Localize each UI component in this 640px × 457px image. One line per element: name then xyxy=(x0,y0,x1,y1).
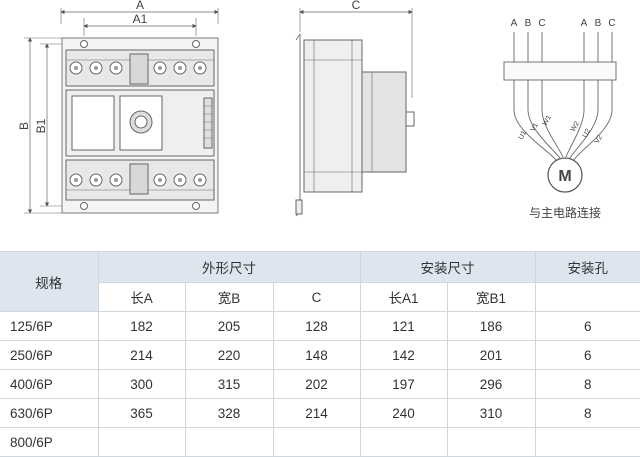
terminal-label-v1: V1 xyxy=(530,122,540,133)
cell-a: 365 xyxy=(97,398,186,428)
cell-b: 220 xyxy=(184,340,274,370)
cell-a xyxy=(97,427,186,457)
cell-c: 128 xyxy=(272,311,361,341)
cell-a: 214 xyxy=(97,340,186,370)
cell-holes: 6 xyxy=(534,311,640,341)
table-row: 800/6P xyxy=(0,427,640,457)
technical-drawing: A A1 B B1 C xyxy=(17,0,617,217)
cell-model: 125/6P xyxy=(0,311,99,341)
terminal-label-u1: U1 xyxy=(518,130,529,141)
motor-label: M xyxy=(558,168,571,185)
cell-a1: 197 xyxy=(359,369,448,399)
side-view xyxy=(295,8,415,217)
cell-model: 250/6P xyxy=(0,340,99,370)
cell-a1 xyxy=(359,427,448,457)
cell-a: 182 xyxy=(97,311,186,341)
cell-model: 400/6P xyxy=(0,369,99,399)
header-mounting-holes: 安装孔 xyxy=(534,251,640,283)
wiring-diagram xyxy=(503,32,617,193)
phase-label-a-left: A xyxy=(511,18,518,29)
dim-b1-label: B1 xyxy=(34,118,48,133)
phase-label-a-right: A xyxy=(581,18,588,29)
subheader-c: C xyxy=(272,282,361,312)
phase-label-c-right: C xyxy=(608,18,615,29)
subheader-width-b1: 宽B1 xyxy=(446,282,536,312)
dim-a1-label: A1 xyxy=(133,12,148,26)
cell-b1: 201 xyxy=(446,340,536,370)
dim-b-label: B xyxy=(17,122,31,130)
cell-c: 214 xyxy=(272,398,361,428)
cell-b: 315 xyxy=(184,369,274,399)
cell-model: 800/6P xyxy=(0,427,99,457)
cell-c xyxy=(272,427,361,457)
subheader-empty xyxy=(534,282,640,312)
subheader-length-a: 长A xyxy=(97,282,186,312)
phase-label-b-left: B xyxy=(525,18,532,29)
terminal-label-v2: V2 xyxy=(594,134,604,145)
cell-a1: 142 xyxy=(359,340,448,370)
terminal-label-u2: U2 xyxy=(582,128,593,139)
subheader-length-a1: 长A1 xyxy=(359,282,448,312)
cell-c: 148 xyxy=(272,340,361,370)
front-view xyxy=(24,8,219,214)
header-model: 规格 xyxy=(0,251,99,312)
cell-b xyxy=(184,427,274,457)
terminal-label-w1: W1 xyxy=(542,114,553,127)
table-header-row: 规格 外形尺寸 安装尺寸 安装孔 xyxy=(0,251,640,312)
cell-b: 205 xyxy=(184,311,274,341)
phase-label-c-left: C xyxy=(538,18,545,29)
cell-holes: 6 xyxy=(534,340,640,370)
cell-b1: 310 xyxy=(446,398,536,428)
terminal-label-w2: W2 xyxy=(570,120,581,133)
wiring-caption: 与主电路连接 xyxy=(528,206,601,220)
phase-label-b-right: B xyxy=(595,18,602,29)
cell-c: 202 xyxy=(272,369,361,399)
table-row: 250/6P 214 220 148 142 201 6 xyxy=(0,340,640,370)
cell-b1: 296 xyxy=(446,369,536,399)
header-install-size: 安装尺寸 xyxy=(359,251,536,283)
subheader-width-b: 宽B xyxy=(184,282,274,312)
table-row: 630/6P 365 328 214 240 310 8 xyxy=(0,398,640,428)
cell-b1: 186 xyxy=(446,311,536,341)
table-row: 125/6P 182 205 128 121 186 6 xyxy=(0,311,640,341)
cell-holes xyxy=(534,427,640,457)
header-outline-size: 外形尺寸 xyxy=(97,251,361,283)
cell-model: 630/6P xyxy=(0,398,99,428)
cell-a1: 121 xyxy=(359,311,448,341)
cell-a: 300 xyxy=(97,369,186,399)
cell-b: 328 xyxy=(184,398,274,428)
table-row: 400/6P 300 315 202 197 296 8 xyxy=(0,369,640,399)
cell-b1 xyxy=(446,427,536,457)
cell-holes: 8 xyxy=(534,369,640,399)
dimensions-table: 规格 外形尺寸 安装尺寸 安装孔 长A 宽B C 长A1 宽B1 125/6P … xyxy=(0,251,640,457)
cell-holes: 8 xyxy=(534,398,640,428)
cell-a1: 240 xyxy=(359,398,448,428)
dim-c-label: C xyxy=(352,0,361,12)
dim-a-label: A xyxy=(136,0,144,12)
